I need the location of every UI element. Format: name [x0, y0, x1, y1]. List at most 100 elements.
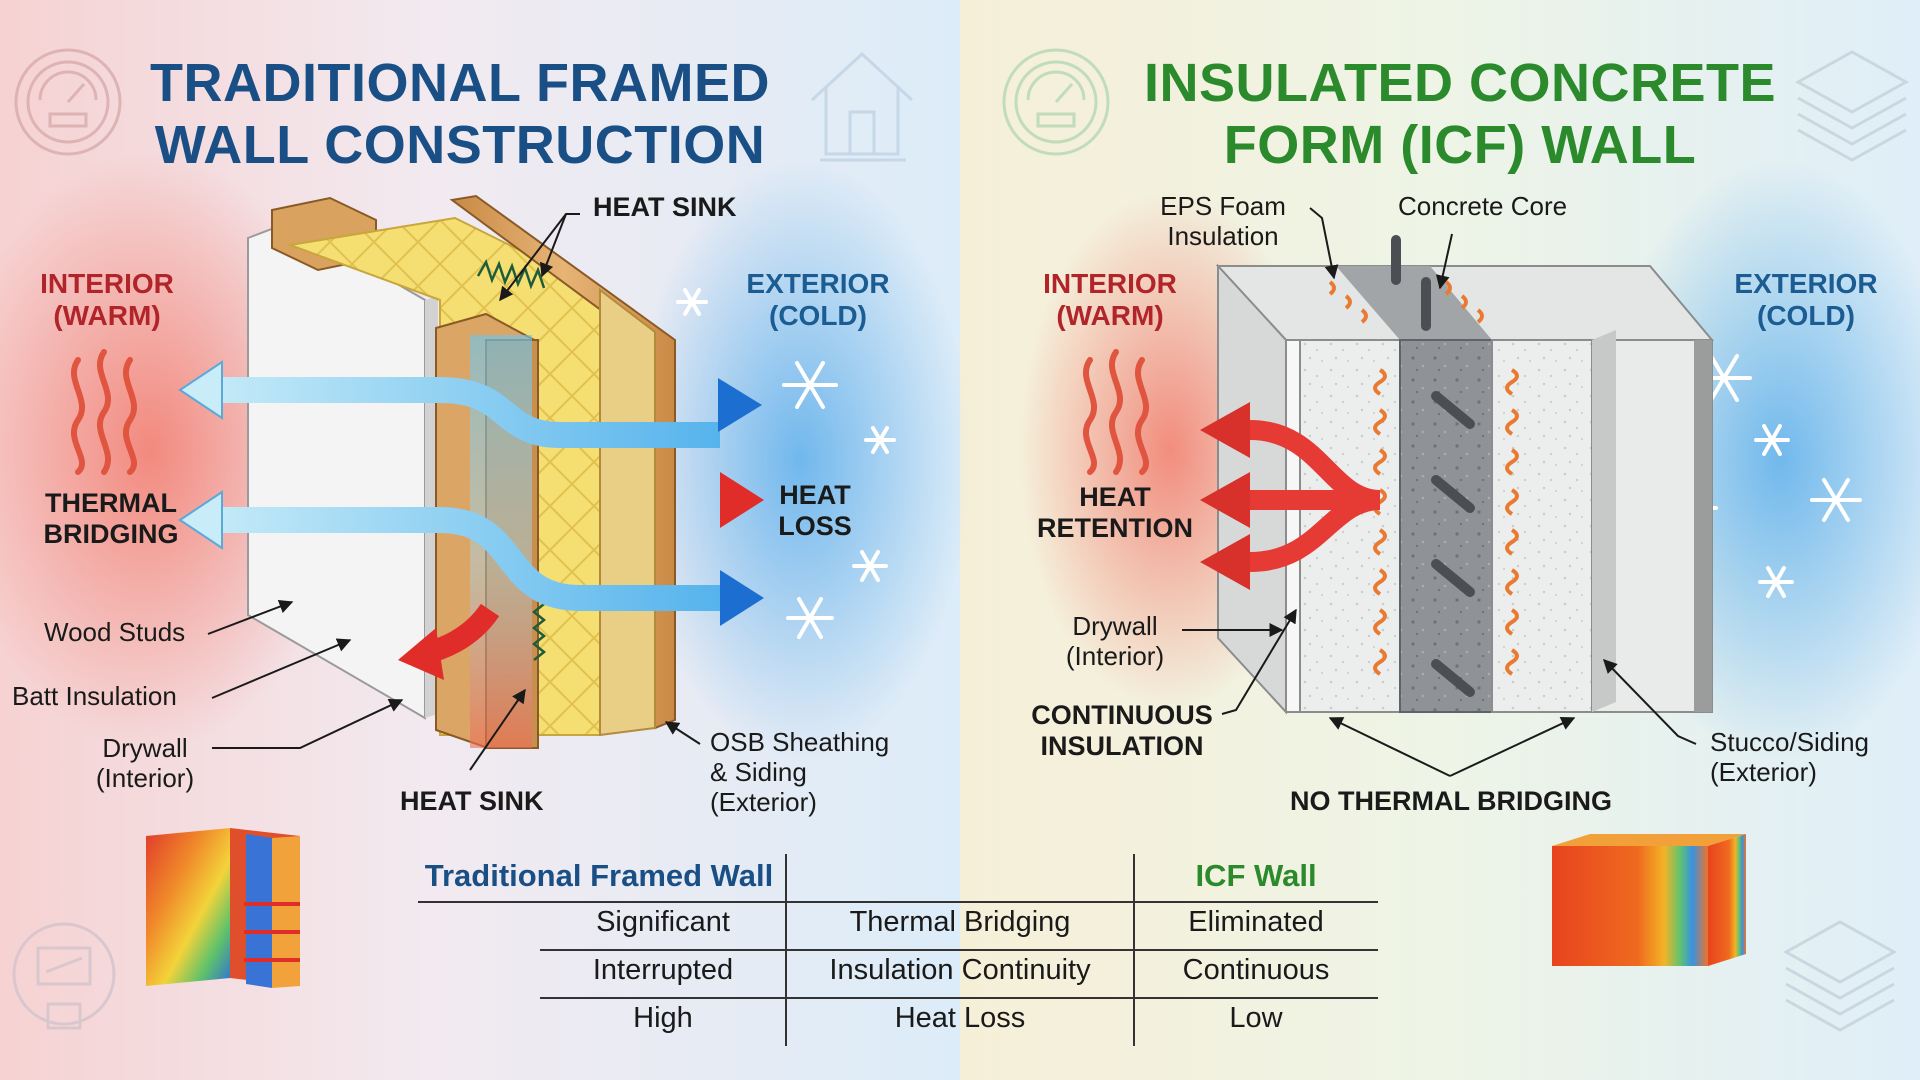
heat-loss-line1: HEAT	[779, 480, 851, 510]
thermal-bridging-line1: THERMAL	[45, 488, 177, 518]
table-cell-row3-right: Low	[1229, 1002, 1283, 1034]
heat-sink-zigzag	[476, 258, 546, 290]
heat-retention-label: HEAT RETENTION	[1030, 482, 1200, 544]
no-thermal-bridging-label: NO THERMAL BRIDGING	[1290, 786, 1612, 816]
left-drywall-line1: Drywall	[102, 733, 188, 763]
layers-icon	[1782, 920, 1898, 1032]
stucco-line2: (Exterior)	[1710, 756, 1817, 787]
thermal-bridging-line2: BRIDGING	[43, 519, 179, 550]
stucco-edge	[1694, 340, 1712, 712]
stucco-line1: Stucco/Siding	[1710, 727, 1869, 757]
right-drywall-label: Drywall (Interior)	[1050, 611, 1180, 672]
comparison-table-lines	[418, 854, 1378, 1046]
stucco-gap	[1592, 330, 1616, 712]
thermal-map-icon	[1552, 834, 1746, 966]
right-exterior-label: EXTERIOR (COLD)	[1716, 268, 1896, 332]
right-drywall-line2: (Interior)	[1065, 640, 1165, 671]
arrow-head-left-bottom	[178, 490, 223, 550]
concrete-core-label: Concrete Core	[1398, 191, 1568, 221]
heat-retention-line1: HEAT	[1079, 482, 1151, 512]
arrow-flow-bottom	[200, 507, 720, 611]
table-cell-row2-middle: Insulation Continuity	[829, 954, 1091, 986]
icf-form-ties	[1328, 280, 1519, 676]
arrow-head-retention-middle	[1200, 472, 1250, 528]
icf-drywall-layer	[1285, 339, 1301, 713]
eps-foam-outer	[1491, 339, 1593, 713]
heat-sink-zigzag-lower	[531, 603, 547, 661]
heat-sink-label-bottom: HEAT SINK	[400, 786, 544, 816]
left-interior-line2: (WARM)	[53, 300, 161, 332]
continuous-insulation-label: CONTINUOUS INSULATION	[1022, 700, 1222, 762]
table-cell-row3-middle: Heat Loss	[894, 1002, 1026, 1034]
table-cell-row1-middle: Thermal Bridging	[849, 906, 1071, 938]
icf-wall-section	[1215, 235, 1715, 715]
right-interior-label: INTERIOR (WARM)	[1030, 268, 1190, 332]
rebar	[1391, 235, 1475, 697]
table-cell-row1-left: Significant	[596, 906, 730, 938]
left-panel-title: TRADITIONAL FRAMED WALL CONSTRUCTION	[140, 52, 780, 176]
heat-loss-label: HEAT LOSS	[770, 480, 860, 542]
continuous-line2: INSULATION	[1040, 731, 1204, 762]
heat-wave-icon	[70, 349, 138, 475]
left-heat-flow-arrows	[178, 360, 764, 680]
right-interior-line2: (WARM)	[1056, 300, 1164, 332]
arrow-head-retention-top	[1200, 402, 1250, 458]
table-header-icf: ICF Wall	[1195, 858, 1317, 893]
arrow-head-heat-sink-down	[398, 628, 444, 680]
arrow-head-right-top	[718, 378, 762, 432]
table-cell-row3-left: High	[633, 1002, 693, 1034]
osb-line1: OSB Sheathing	[710, 727, 890, 757]
thermal-bridging-label: THERMAL BRIDGING	[30, 488, 192, 550]
heat-wave-icon	[1082, 349, 1150, 475]
osb-sheathing-label: OSB Sheathing & Siding (Exterior)	[710, 727, 890, 818]
wood-studs-label: Wood Studs	[44, 617, 186, 647]
gauge-icon	[14, 48, 122, 156]
gauge-icon	[1002, 48, 1110, 156]
arrow-flow-top	[200, 377, 720, 448]
osb-line3: (Exterior)	[710, 786, 817, 817]
heat-retention-line2: RETENTION	[1036, 513, 1193, 544]
left-drywall-line2: (Interior)	[95, 762, 195, 793]
left-exterior-line1: EXTERIOR	[746, 268, 890, 299]
batt-insulation-label: Batt Insulation	[12, 681, 177, 711]
osb-line2: & Siding	[710, 756, 807, 787]
snowflake-icon	[676, 288, 1862, 639]
arrow-head-heat-loss	[720, 472, 764, 528]
right-exterior-line2: (COLD)	[1757, 300, 1855, 332]
table-cell-row2-right: Continuous	[1182, 954, 1330, 986]
heat-loss-line2: LOSS	[778, 511, 852, 542]
table-cell-row2-left: Interrupted	[592, 954, 734, 986]
right-title-line1: INSULATED CONCRETE	[1143, 53, 1776, 113]
left-interior-line1: INTERIOR	[40, 268, 174, 299]
right-title-line2: FORM (ICF) WALL	[1223, 115, 1697, 176]
left-cold-glow	[630, 160, 970, 760]
left-interior-label: INTERIOR (WARM)	[22, 268, 192, 332]
right-interior-line1: INTERIOR	[1043, 268, 1177, 299]
gauge-icon	[12, 922, 116, 1030]
right-leader-lines	[1182, 207, 1697, 777]
left-title-line2: WALL CONSTRUCTION	[154, 115, 766, 176]
right-panel-title: INSULATED CONCRETE FORM (ICF) WALL	[1120, 52, 1800, 176]
table-header-traditional: Traditional Framed Wall	[424, 858, 774, 893]
left-drywall-label: Drywall (Interior)	[80, 733, 210, 794]
arrow-head-right-bottom	[720, 570, 764, 626]
concrete-core-top	[1336, 266, 1492, 340]
right-drywall-line1: Drywall	[1072, 611, 1158, 641]
heat-sink-label-top: HEAT SINK	[593, 192, 737, 222]
stucco-siding-label: Stucco/Siding (Exterior)	[1710, 727, 1869, 788]
right-heat-retention-arrows	[1200, 402, 1381, 590]
arrow-head-left-top	[178, 360, 223, 420]
left-exterior-label: EXTERIOR (COLD)	[728, 268, 908, 332]
continuous-line1: CONTINUOUS	[1031, 700, 1213, 730]
left-leader-lines	[207, 213, 701, 771]
left-exterior-line2: (COLD)	[769, 300, 867, 332]
eps-line2: Insulation	[1167, 220, 1279, 251]
eps-foam-label: EPS Foam Insulation	[1148, 191, 1298, 252]
house-icon	[810, 51, 914, 162]
right-exterior-line1: EXTERIOR	[1734, 268, 1878, 299]
eps-line1: EPS Foam	[1160, 191, 1286, 221]
thermal-map-icon	[146, 828, 300, 988]
layers-icon	[1794, 50, 1910, 162]
table-cell-row1-right: Eliminated	[1188, 906, 1324, 938]
